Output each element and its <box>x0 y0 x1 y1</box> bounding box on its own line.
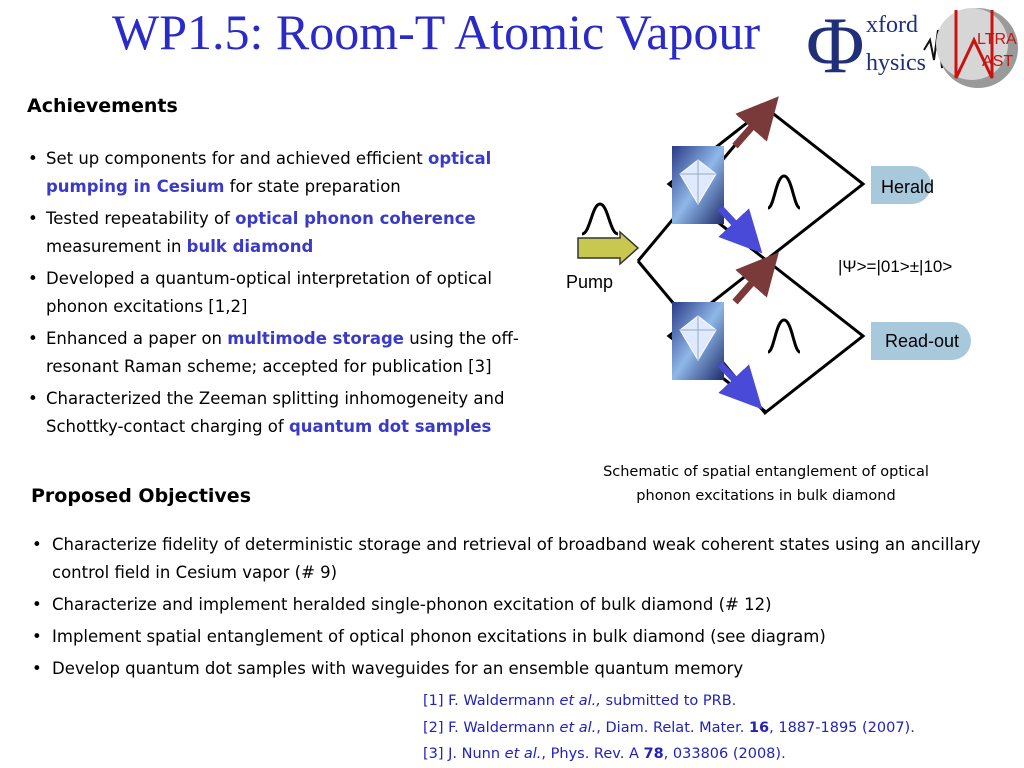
objective-item: Characterize fidelity of deterministic s… <box>32 531 1007 587</box>
caption-line1: Schematic of spatial entanglement of opt… <box>603 464 929 480</box>
oxford-physics-logo: Φ xford hysics LTRA AST <box>806 2 1018 90</box>
highlight-text: multimode storage <box>227 329 404 348</box>
logo-badge-line1: LTRA <box>977 31 1017 48</box>
achievement-item: Developed a quantum-optical interpretati… <box>28 265 556 321</box>
logo-badge-line2: AST <box>982 53 1013 70</box>
text-segment: et al., <box>559 693 601 709</box>
objectives-list: Characterize fidelity of deterministic s… <box>32 531 1007 687</box>
stokes-arrow-lower <box>717 361 763 410</box>
text-segment: using the off-resonant Raman scheme; acc… <box>46 329 519 376</box>
objective-item: Develop quantum dot samples with wavegui… <box>32 655 1007 683</box>
diagram-caption: Schematic of spatial entanglement of opt… <box>580 460 952 508</box>
logo-text-line1: xford <box>866 12 918 38</box>
objective-item: Implement spatial entanglement of optica… <box>32 623 1007 651</box>
achievements-list: Set up components for and achieved effic… <box>28 145 556 445</box>
text-segment: 78 <box>643 746 664 762</box>
text-segment: , Phys. Rev. A <box>541 746 644 762</box>
text-segment: Developed a quantum-optical interpretati… <box>46 269 493 316</box>
objectives-heading: Proposed Objectives <box>31 485 252 507</box>
pulse-icon-upper <box>767 174 801 210</box>
text-segment: measurement in <box>46 237 187 256</box>
text-segment: Enhanced a paper on <box>46 329 228 348</box>
text-segment: Tested repeatability of <box>46 209 236 228</box>
logo-text-line2: hysics <box>866 50 926 76</box>
reference-item: [2] F. Waldermann et al., Diam. Relat. M… <box>423 715 915 742</box>
herald-label: Herald <box>881 177 934 197</box>
logo-phi-glyph: Φ <box>806 2 864 90</box>
text-segment: submitted to PRB. <box>600 693 737 709</box>
state-label: |Ψ>=|01>±|10> <box>838 257 952 276</box>
pump-label: Pump <box>566 272 613 292</box>
reference-item: [3] J. Nunn et al., Phys. Rev. A 78, 033… <box>423 741 915 768</box>
highlight-text: quantum dot samples <box>288 417 492 436</box>
achievement-item: Characterized the Zeeman splitting inhom… <box>28 385 556 441</box>
references: [1] F. Waldermann et al., submitted to P… <box>423 688 915 768</box>
highlight-text: optical phonon coherence <box>235 209 476 228</box>
text-segment: [2] F. Waldermann <box>423 719 560 736</box>
text-segment: [1] F. Waldermann <box>423 693 560 709</box>
output-arrow-upper <box>732 96 779 149</box>
text-segment: [3] J. Nunn <box>423 746 505 762</box>
achievement-item: Set up components for and achieved effic… <box>28 145 556 201</box>
caption-line2: phonon excitations in bulk diamond <box>636 488 896 504</box>
text-segment: et al. <box>504 746 542 762</box>
diamond-crystal-lower <box>672 302 724 380</box>
text-segment: 16 <box>748 719 770 736</box>
output-arrow-lower <box>732 252 779 305</box>
reference-item: [1] F. Waldermann et al., submitted to P… <box>423 688 915 715</box>
herald-detector <box>871 166 931 204</box>
text-segment: Set up components for and achieved effic… <box>46 149 429 168</box>
highlight-text: bulk diamond <box>186 237 314 256</box>
text-segment: , 1887-1895 (2007). <box>769 719 915 736</box>
pulse-icon-lower <box>767 318 801 354</box>
entanglement-diagram: Herald Read-out Pump |Ψ>=|01>±|10> <box>566 96 971 415</box>
pump-arrow <box>577 230 640 266</box>
text-segment: , Diam. Relat. Mater. <box>596 719 749 736</box>
achievement-item: Tested repeatability of optical phonon c… <box>28 205 556 261</box>
stokes-arrow-upper <box>717 205 763 254</box>
slide-title: WP1.5: Room-T Atomic Vapour <box>112 4 761 60</box>
readout-label: Read-out <box>885 331 959 351</box>
readout-detector <box>871 322 971 360</box>
objective-item: Characterize and implement heralded sing… <box>32 591 1007 619</box>
text-segment: et al. <box>559 719 597 736</box>
text-segment: , 033806 (2008). <box>663 746 786 762</box>
highlight-text: optical pumping in Cesium <box>46 149 492 196</box>
achievements-heading: Achievements <box>27 95 178 117</box>
diamond-crystal-upper <box>672 146 724 224</box>
pump-pulse-icon <box>581 202 619 236</box>
text-segment: for state preparation <box>224 177 401 196</box>
text-segment: Characterized the Zeeman splitting inhom… <box>46 389 505 436</box>
achievement-item: Enhanced a paper on multimode storage us… <box>28 325 556 381</box>
